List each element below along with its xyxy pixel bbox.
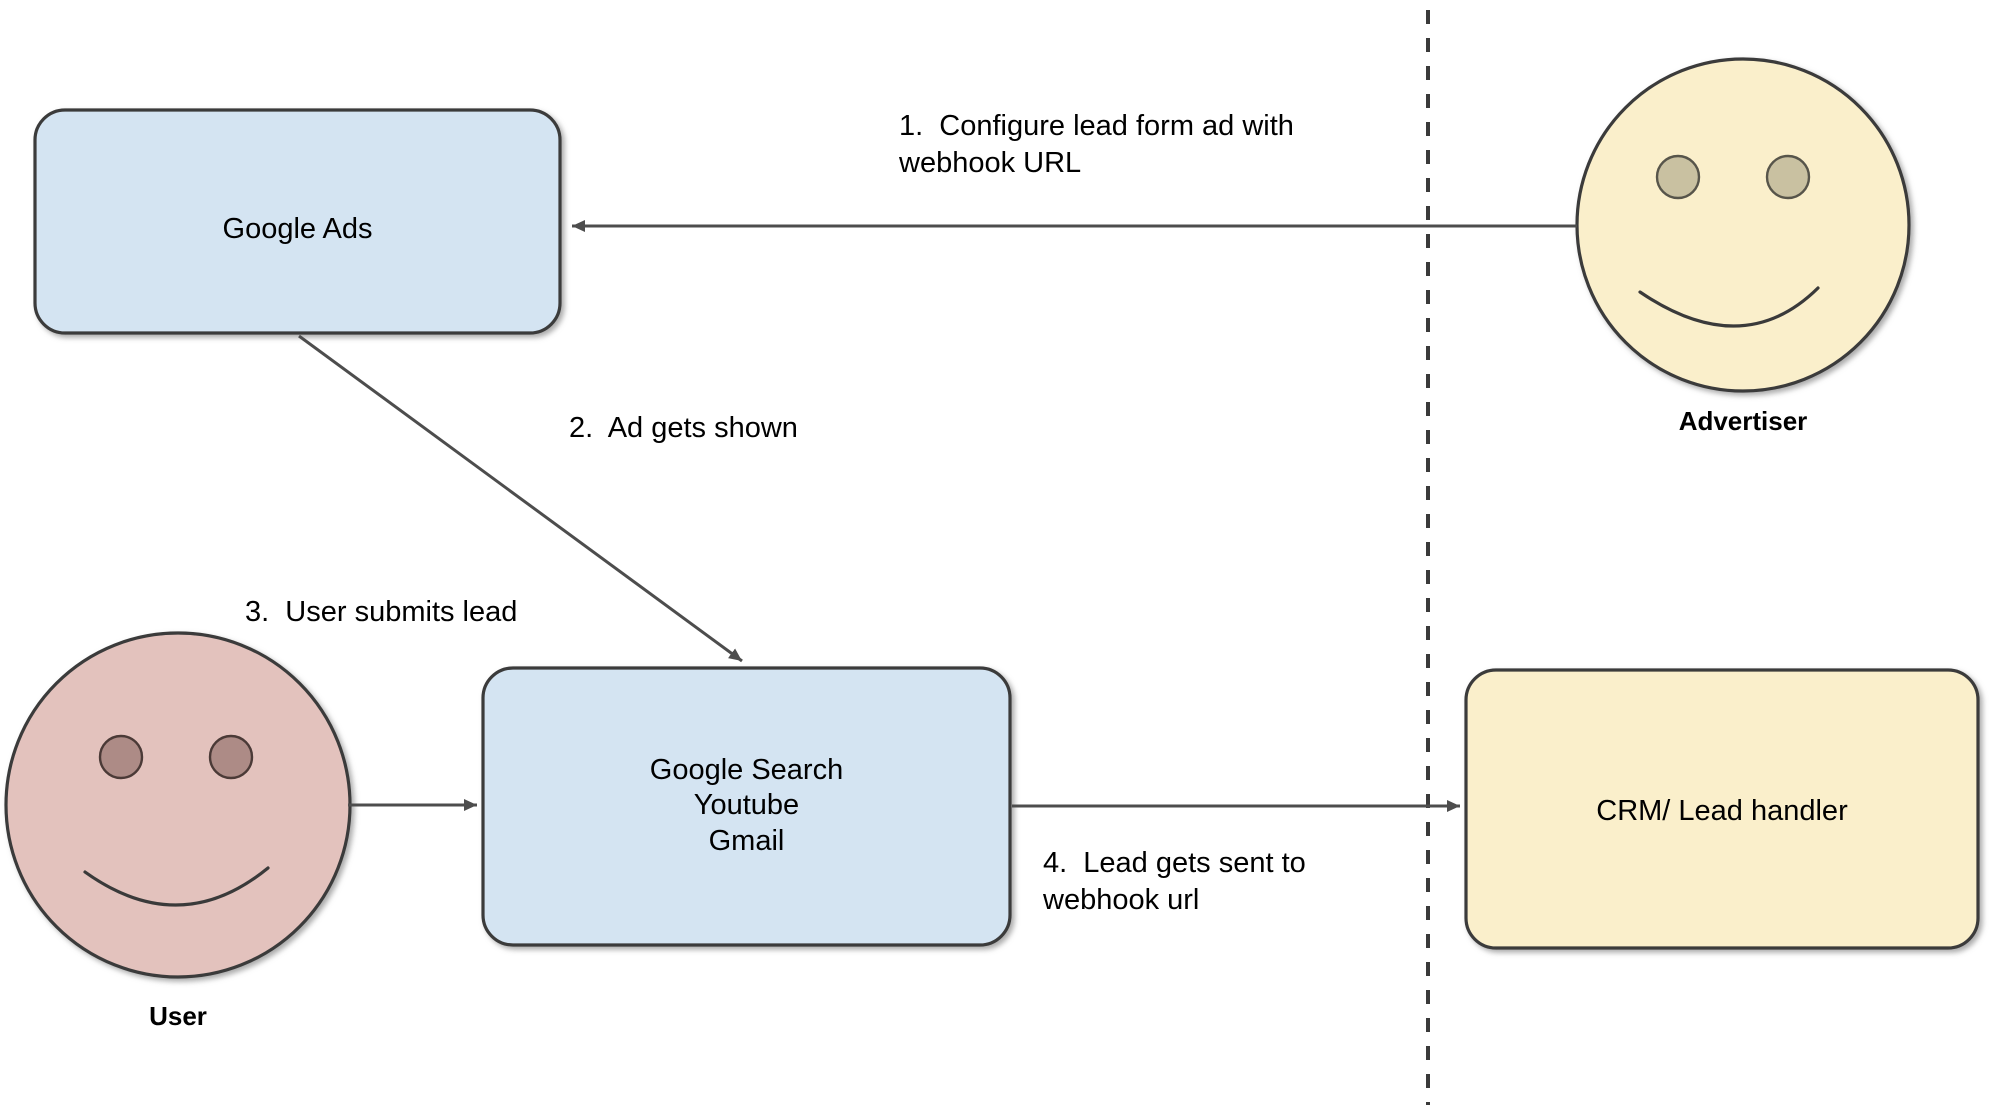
google-ads-box[interactable]: [33, 108, 562, 335]
advertiser-left-eye-icon: [1655, 154, 1701, 200]
edge-1-label: 1. Configure lead form ad with webhook U…: [899, 110, 1294, 180]
google-surfaces-box[interactable]: [481, 666, 1012, 947]
user-right-eye-icon: [208, 734, 254, 780]
advertiser-right-eye-icon: [1765, 154, 1811, 200]
advertiser-smile-icon: [1638, 286, 1820, 328]
user-caption: User: [149, 1001, 207, 1031]
user-left-eye-icon: [98, 734, 144, 780]
user-smile-icon: [83, 866, 270, 907]
edge-4-label: 4. Lead gets sent to webhook url: [1043, 847, 1306, 917]
advertiser-actor[interactable]: [1575, 57, 1911, 393]
edge-2-label: 2. Ad gets shown: [569, 412, 798, 444]
user-actor[interactable]: [4, 631, 352, 979]
crm-lead-handler-box[interactable]: [1464, 668, 1980, 950]
edge-3-label: 3. User submits lead: [245, 596, 518, 628]
edge-google-ads-to-surfaces: [298, 334, 743, 663]
advertiser-caption: Advertiser: [1678, 406, 1808, 436]
